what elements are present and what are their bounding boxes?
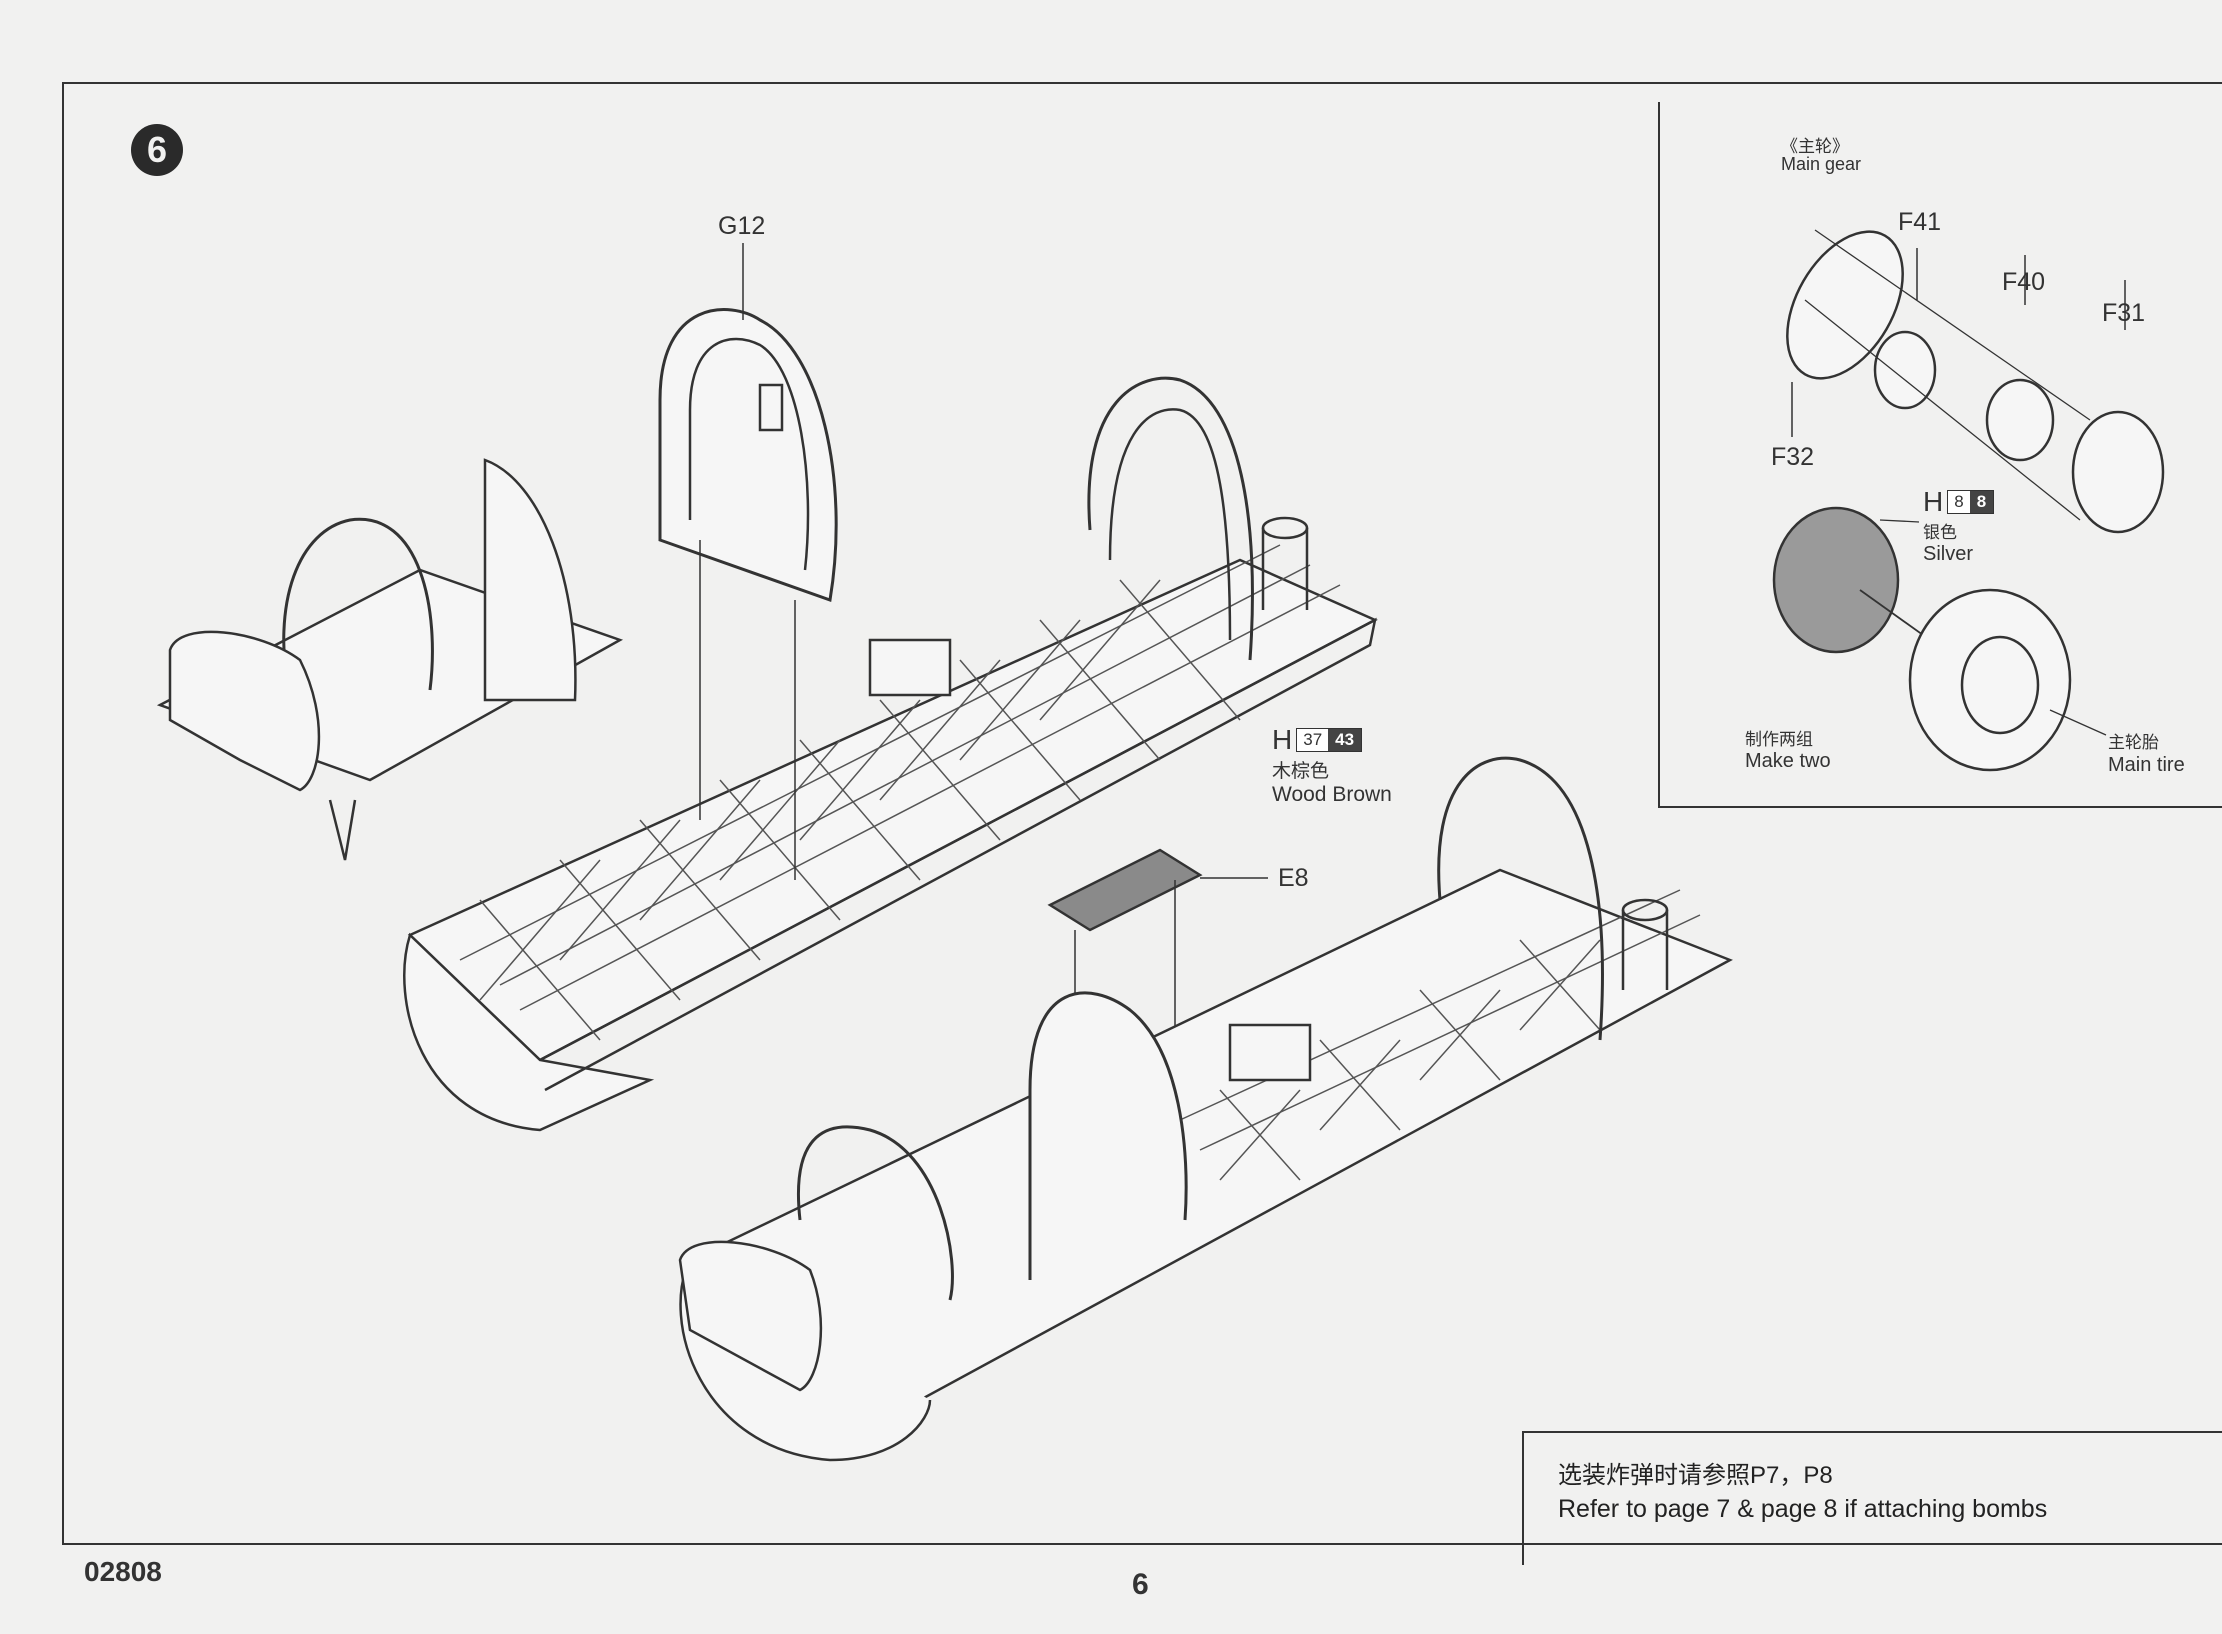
main-gear-inset	[1658, 102, 2222, 808]
note-text-cn: 选装炸弹时请参照P7，P8	[1558, 1462, 1833, 1489]
paint-prefix: H	[1923, 486, 1944, 517]
kit-number: 02808	[84, 1556, 162, 1587]
bomb-note-box	[1522, 1431, 2222, 1565]
note-text-en: Refer to page 7 & page 8 if attaching bo…	[1558, 1495, 2048, 1523]
lower-fuselage-assembled	[678, 756, 1733, 1462]
paint-callout-silver: H 8 8 银色 Silver	[1923, 486, 1995, 566]
part-label-e8: E8	[1278, 864, 1309, 892]
make-two-en: Make two	[1745, 750, 1831, 772]
paint-code-box: 8 8	[1947, 490, 1995, 514]
paint-code-1: 8	[1948, 491, 1970, 513]
inset-title-cn: 《主轮》	[1781, 137, 1849, 156]
paint-code-2: 8	[1969, 491, 1994, 513]
part-label-f32: F32	[1771, 443, 1815, 471]
paint-name-cn: 木棕色	[1272, 761, 1330, 782]
cockpit-section	[156, 458, 624, 861]
bulkhead-g12	[658, 243, 838, 880]
step-number-badge: 6	[131, 124, 183, 176]
paint-name-en: Silver	[1923, 543, 1974, 565]
main-gear-parts	[1772, 229, 2165, 772]
main-tire-en: Main tire	[2108, 754, 2185, 776]
paint-code-box: 37 43	[1296, 728, 1363, 752]
paint-code-1: 37	[1297, 729, 1329, 751]
part-label-f41: F41	[1898, 208, 1942, 236]
main-tire-cn: 主轮胎	[2108, 733, 2159, 752]
inset-title-en: Main gear	[1781, 154, 1862, 174]
paint-callout-wood-brown: H 37 43 木棕色 Wood Brown	[1272, 724, 1392, 807]
part-label-f31: F31	[2102, 299, 2146, 327]
step-frame	[62, 82, 2222, 1545]
paint-prefix: H	[1272, 724, 1293, 755]
upper-fuselage-floor	[403, 376, 1378, 1132]
paint-code-2: 43	[1328, 729, 1362, 751]
make-two-cn: 制作两组	[1745, 730, 1813, 749]
part-label-g12: G12	[718, 212, 766, 240]
paint-name-en: Wood Brown	[1272, 783, 1392, 806]
page-number: 6	[1132, 1568, 1149, 1601]
paint-name-cn: 银色	[1923, 523, 1957, 542]
part-label-f40: F40	[2002, 268, 2046, 296]
